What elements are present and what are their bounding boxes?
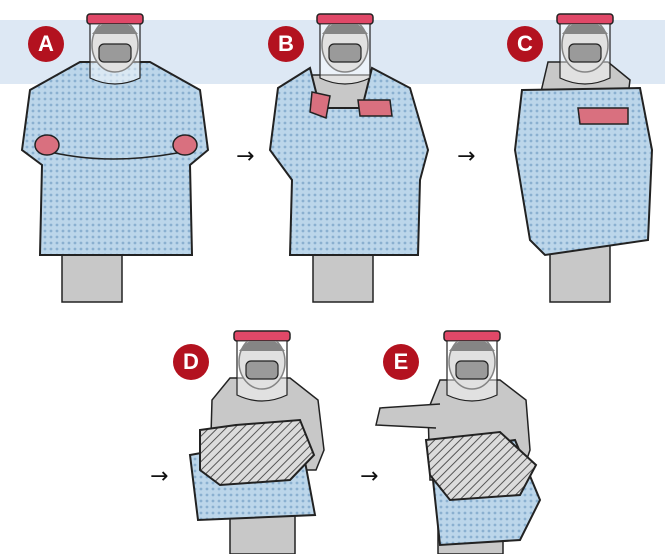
arrow-right-icon: → — [236, 146, 254, 168]
step-label-d: D — [183, 349, 199, 375]
step-badge-b: B — [268, 26, 304, 62]
step-badge-e: E — [383, 344, 419, 380]
headband — [87, 14, 143, 24]
arrow-right-icon: → — [457, 146, 475, 168]
arrow-right-icon: → — [150, 466, 168, 488]
step-label-c: C — [517, 31, 533, 57]
head — [87, 14, 143, 84]
step-label-b: B — [278, 31, 294, 57]
arrow-right-icon: → — [360, 466, 378, 488]
figure-d — [190, 331, 324, 554]
glove-right — [173, 135, 197, 155]
glove-left — [35, 135, 59, 155]
mask — [99, 44, 131, 62]
step-label-e: E — [394, 349, 409, 375]
step-badge-c: C — [507, 26, 543, 62]
step-badge-a: A — [28, 26, 64, 62]
step-badge-d: D — [173, 344, 209, 380]
step-label-a: A — [38, 31, 54, 57]
